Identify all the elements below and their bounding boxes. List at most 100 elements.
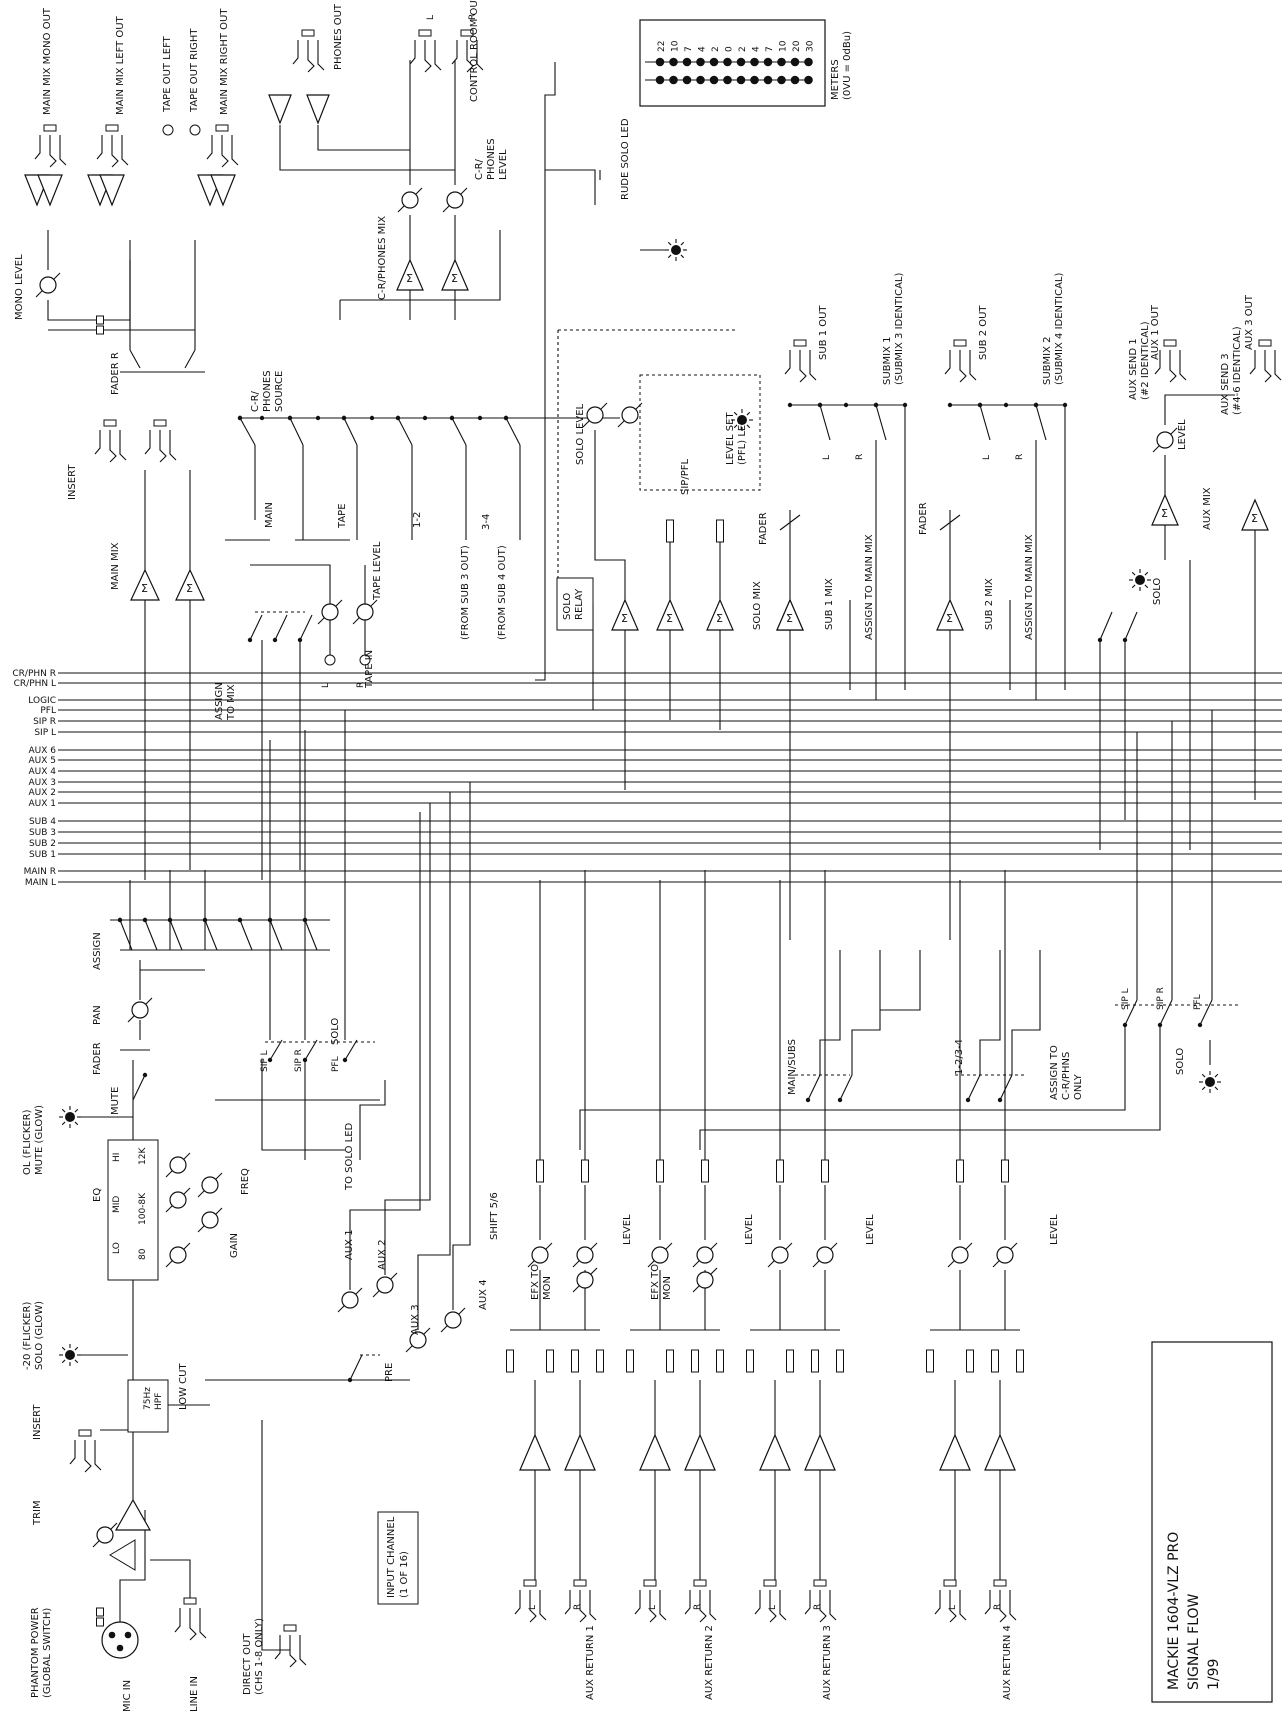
wire xyxy=(534,1380,581,1435)
label-aux2: AUX 2 xyxy=(377,1239,388,1270)
junction-dot xyxy=(787,402,793,408)
wire xyxy=(289,417,304,446)
label-control-room-out: CONTROL ROOM OUT xyxy=(469,0,480,102)
label-from-sub3: (FROM SUB 3 OUT) xyxy=(460,545,471,640)
return-input-r-label: R xyxy=(693,1604,703,1610)
amplifier-triangle xyxy=(130,568,160,601)
label-aux-send1-1: AUX SEND 1 xyxy=(1128,338,1139,400)
jack-sleeve xyxy=(105,124,119,132)
amplifier-sigma-glyph: Σ xyxy=(1161,507,1168,520)
wire xyxy=(451,417,467,446)
label-efx-to-mon-1b: MON xyxy=(542,1276,553,1300)
bus-label: AUX 6 xyxy=(29,746,57,756)
amplifier-sigma-glyph: Σ xyxy=(141,582,148,595)
wire xyxy=(144,919,158,951)
junction-dot xyxy=(287,415,293,421)
wire xyxy=(979,950,1041,1075)
label-assign-cr-3: ONLY xyxy=(1073,1073,1084,1100)
label-eq-lo: LO xyxy=(112,1242,122,1254)
potentiometer xyxy=(444,1311,462,1329)
wire xyxy=(61,1108,66,1113)
amplifier-triangle xyxy=(519,1433,551,1471)
wire xyxy=(451,40,484,73)
label-sig-led-1: -20 (FLICKER) xyxy=(22,1302,33,1370)
amplifier-sigma-glyph: Σ xyxy=(406,272,413,285)
wire xyxy=(1159,999,1173,1026)
buffer-triangle xyxy=(37,174,63,207)
jack-sleeve xyxy=(301,29,315,37)
label-level-set-2: (PFL) LED xyxy=(737,417,748,465)
wire xyxy=(659,1185,706,1240)
jack-sleeve xyxy=(183,1597,197,1605)
wiring xyxy=(34,40,1282,1668)
label-assign-cr-2: C-R/PHNS xyxy=(1061,1052,1072,1100)
wire xyxy=(934,1590,967,1623)
wire xyxy=(74,1359,79,1364)
label-aux-send3-1: AUX SEND 3 xyxy=(1220,353,1231,415)
meter-scale-tick: 2 xyxy=(711,46,721,52)
potentiometer xyxy=(341,1291,359,1309)
bus-label: CR/PHN L xyxy=(14,679,56,689)
junction-dot xyxy=(142,917,148,923)
label-channel-sip-r: SIP R xyxy=(294,1049,304,1072)
wire xyxy=(1099,560,1256,850)
title-subject: SIGNAL FLOW xyxy=(1186,1593,1202,1690)
resistor xyxy=(716,1349,724,1373)
wire xyxy=(169,919,183,951)
return-input-l-label: L xyxy=(528,1605,538,1610)
meter-led xyxy=(763,57,773,67)
label-src-34: 3-4 xyxy=(481,514,492,530)
label-solo-relay-2: RELAY xyxy=(574,588,585,620)
wire xyxy=(544,62,601,205)
wire xyxy=(120,870,330,951)
resistor xyxy=(991,1349,999,1373)
wire xyxy=(409,60,456,185)
wire xyxy=(954,1380,1001,1435)
label-tape-in: TAPE IN xyxy=(364,650,375,689)
meter-scale-tick: 30 xyxy=(806,40,816,52)
junction-dot xyxy=(237,917,243,923)
label-trim: TRIM xyxy=(32,1500,43,1526)
meter-scale-tick: 0 xyxy=(725,46,735,52)
junction-dot xyxy=(369,415,375,421)
junction-dot xyxy=(1197,1022,1203,1028)
wire xyxy=(774,1380,821,1435)
return-input-r-label: R xyxy=(993,1604,1003,1610)
resistor xyxy=(926,1349,934,1373)
label-solo-relay-1: SOLO xyxy=(562,593,573,620)
jack-sleeve xyxy=(573,1579,587,1587)
label-return1-level: LEVEL xyxy=(622,1214,633,1245)
wire xyxy=(667,254,672,259)
wire xyxy=(779,1120,826,1160)
junction-dot xyxy=(117,917,123,923)
label-hpf-2: HPF xyxy=(154,1393,164,1410)
label-eq: EQ xyxy=(92,1188,103,1202)
label-aux1-out: AUX 1 OUT xyxy=(1150,304,1161,360)
label-aux3-out: AUX 3 OUT xyxy=(1244,294,1255,350)
label-mono-level: MONO LEVEL xyxy=(14,254,25,320)
label-main-mono-out: MAIN MIX MONO OUT xyxy=(42,7,53,115)
amplifier-sigma-glyph: Σ xyxy=(666,612,673,625)
amplifier-triangle xyxy=(759,1433,791,1471)
wire xyxy=(534,1470,581,1580)
potentiometer xyxy=(576,1271,594,1289)
junction-dot xyxy=(1033,402,1039,408)
wire xyxy=(667,241,672,246)
wire xyxy=(119,1510,191,1622)
meter-led xyxy=(682,57,692,67)
label-direct-out-2: (CHS 1-8 ONLY) xyxy=(254,1618,265,1695)
return-input-r-label: R xyxy=(573,1604,583,1610)
label-assign-to-mix-1: ASSIGN xyxy=(214,682,225,720)
wire xyxy=(74,1121,79,1126)
label-tape-in-l: L xyxy=(321,683,331,688)
meter-led xyxy=(763,75,773,85)
label-master-insert: INSERT xyxy=(67,464,78,500)
wire xyxy=(594,430,721,600)
label-efx-to-mon-2a: EFX TO xyxy=(650,1264,661,1300)
rca-jack xyxy=(162,124,174,136)
resistor xyxy=(536,1159,544,1183)
wire xyxy=(292,40,325,73)
wire xyxy=(579,1025,1161,1150)
wire xyxy=(659,870,706,1120)
label-efx-to-mon-2b: MON xyxy=(662,1276,673,1300)
